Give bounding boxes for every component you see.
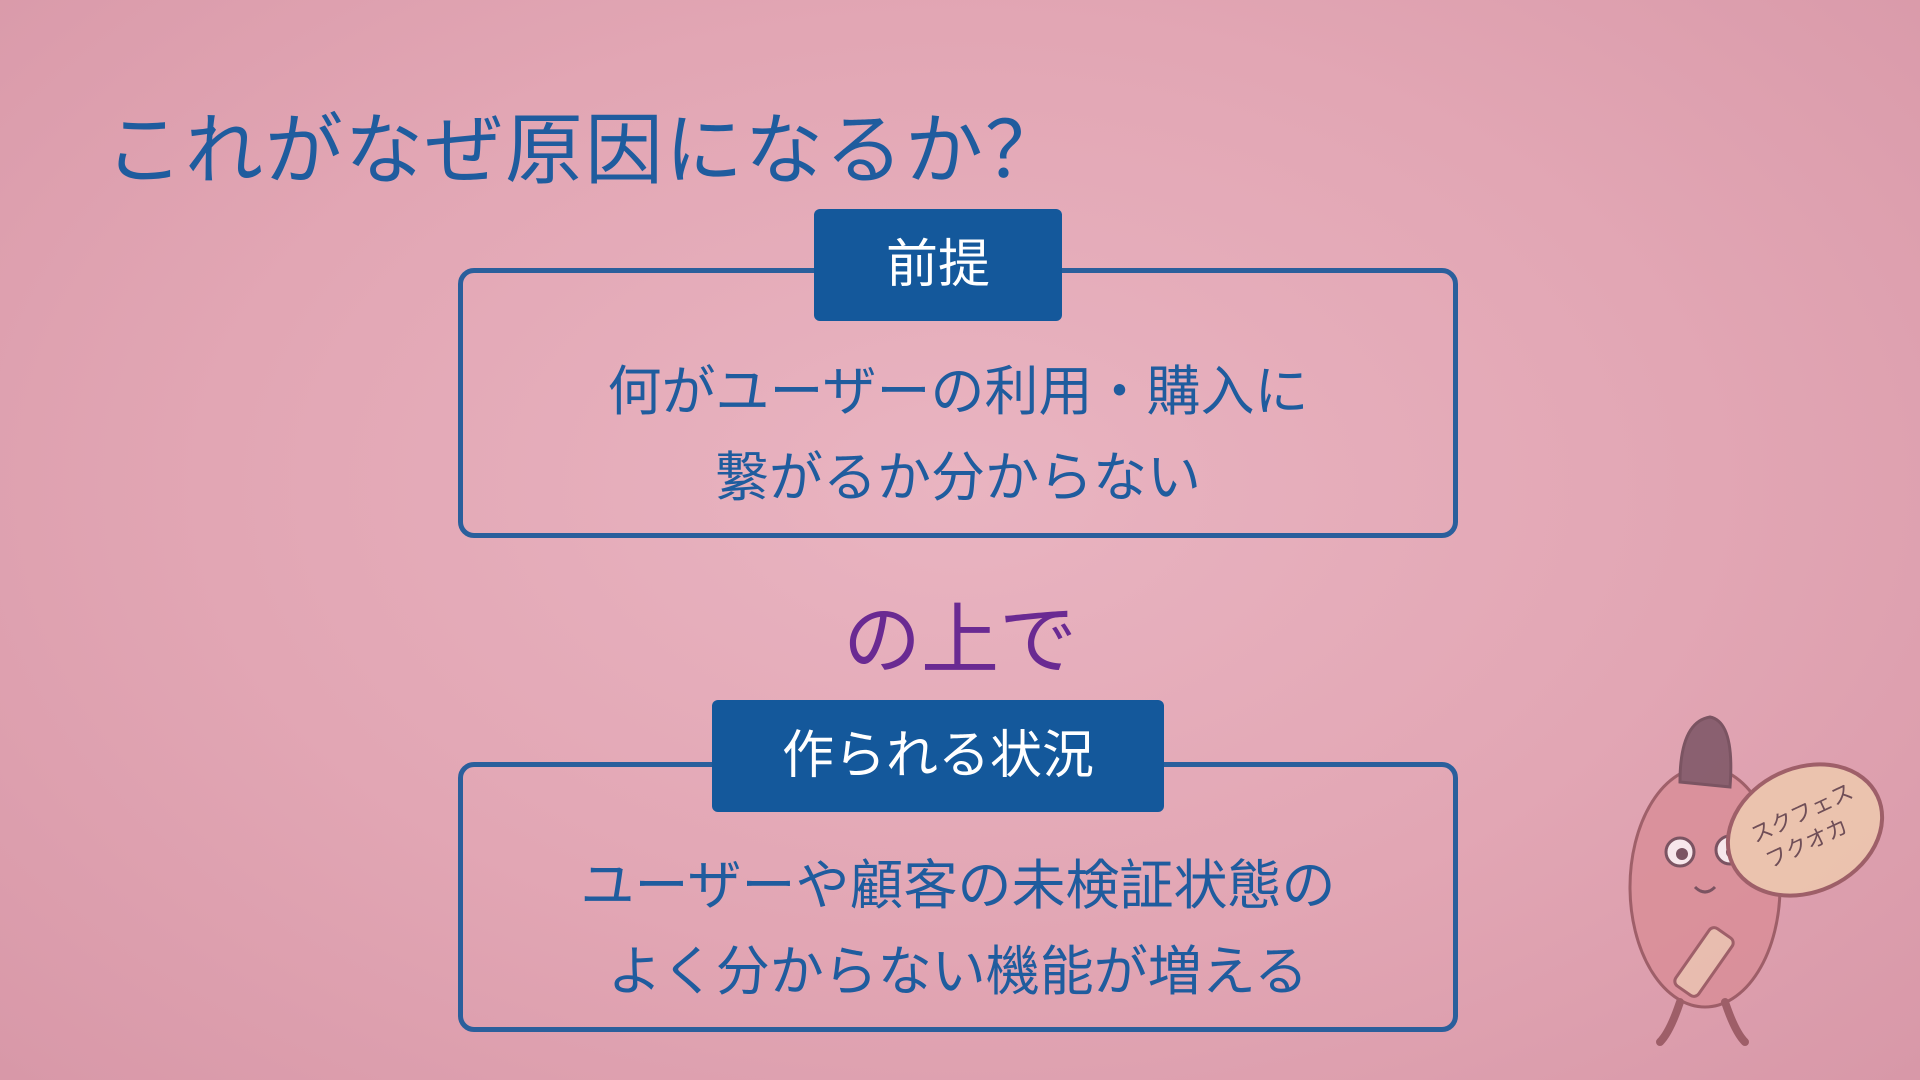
slide-title: これがなぜ原因になるか？ xyxy=(105,88,1065,200)
situation-tag: 作られる状況 xyxy=(712,700,1164,812)
premise-tag: 前提 xyxy=(814,209,1062,321)
connector-text: の上で xyxy=(0,578,1920,690)
premise-line-1: 何がユーザーの利用・購入に xyxy=(463,349,1453,435)
mascot-illustration: スクフェス フクオカ xyxy=(1610,712,1890,1052)
situation-text: ユーザーや顧客の未検証状態の よく分からない機能が増える xyxy=(463,843,1453,1015)
situation-line-1: ユーザーや顧客の未検証状態の xyxy=(463,843,1453,929)
situation-line-2: よく分からない機能が増える xyxy=(463,929,1453,1015)
premise-text: 何がユーザーの利用・購入に 繋がるか分からない xyxy=(463,349,1453,521)
premise-line-2: 繋がるか分からない xyxy=(463,435,1453,521)
